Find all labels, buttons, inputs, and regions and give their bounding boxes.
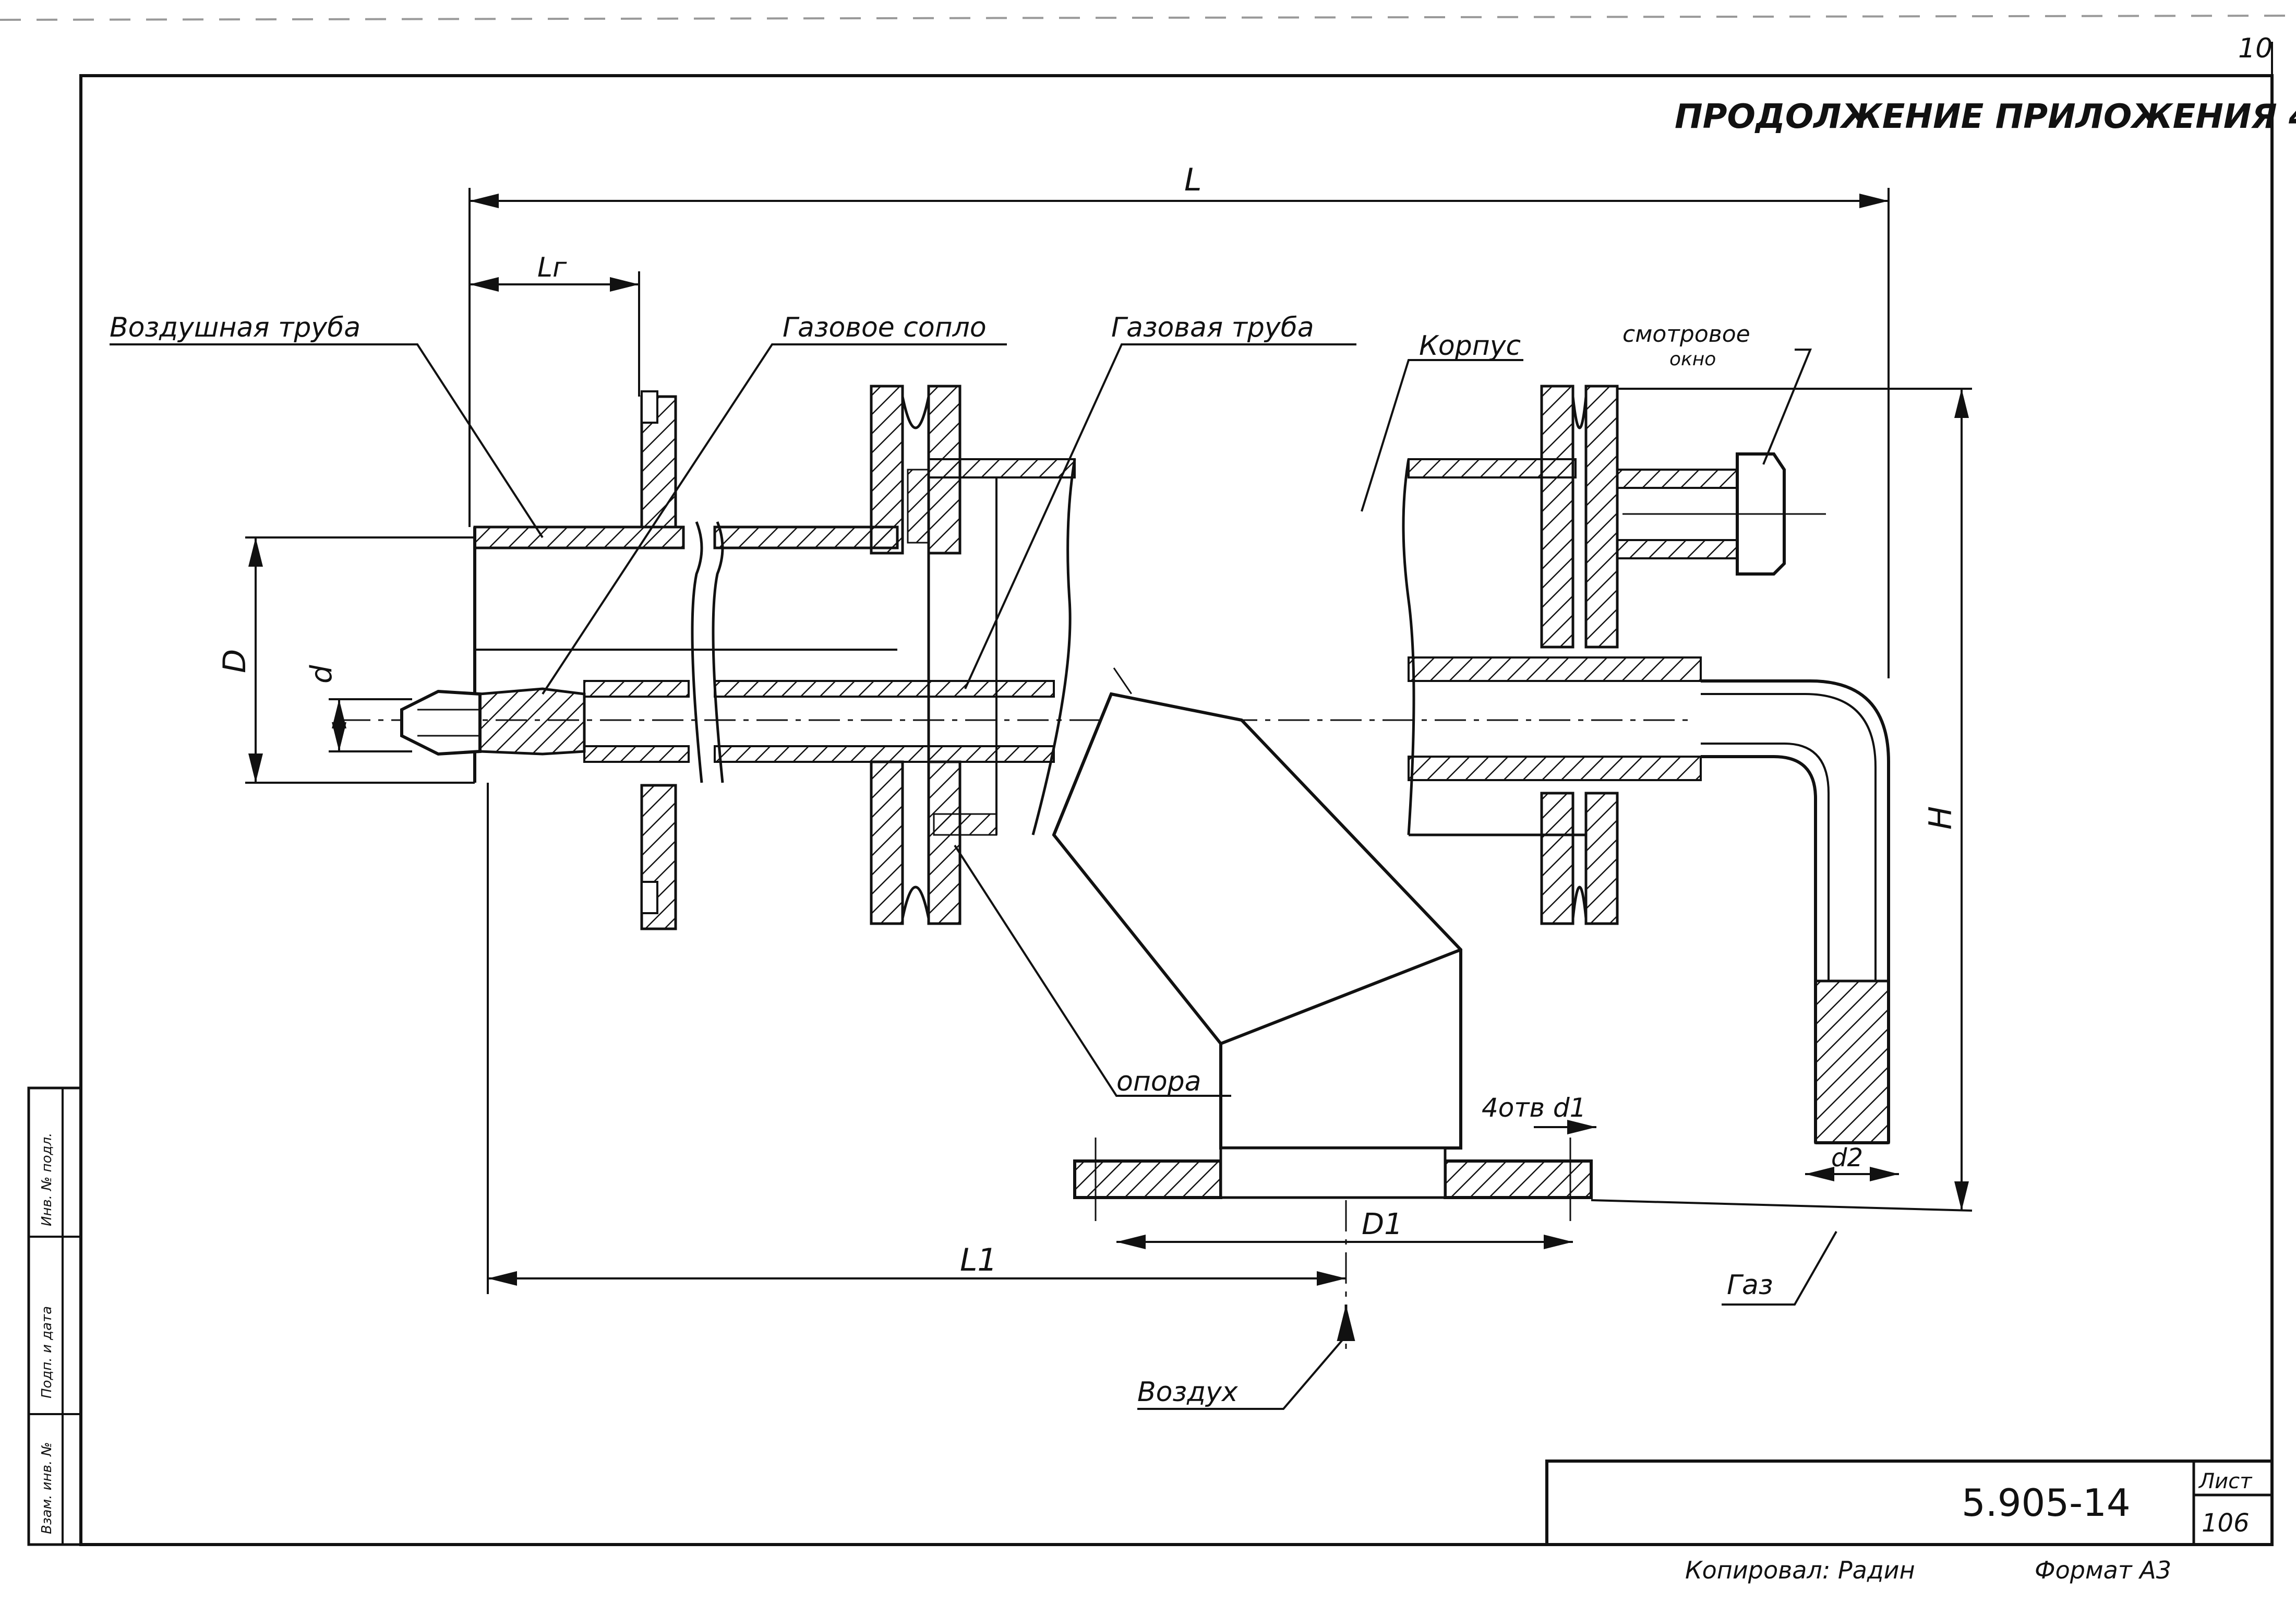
base-flange <box>1073 1138 1593 1221</box>
label-air-pipe: Воздушная труба <box>110 312 360 343</box>
label-sight-window-2: окно <box>1669 349 1716 370</box>
dim-L1: L1 <box>960 1242 997 1278</box>
left-flange <box>640 390 677 930</box>
gas-elbow <box>1701 679 1890 1144</box>
dim-L: L <box>1184 162 1201 198</box>
label-air: Воздух <box>1137 1377 1239 1408</box>
sheet-label: Лист <box>2198 1469 2253 1493</box>
label-holes: 4отв d1 <box>1482 1093 1586 1123</box>
leader-lines <box>110 343 1837 1410</box>
label-gas: Газ <box>1727 1270 1773 1301</box>
sight-window <box>1616 452 1826 576</box>
dim-Lg: Lг <box>537 252 567 283</box>
stamp-entry-1: Инв. № подл. <box>39 1133 55 1226</box>
dim-H: H <box>1922 806 1959 830</box>
paper-format: Формат А3 <box>2035 1556 2171 1584</box>
label-sight-window-1: смотровое <box>1622 321 1750 348</box>
copied-by: Копировал: Радин <box>1685 1556 1915 1584</box>
label-body: Корпус <box>1419 330 1521 362</box>
dimension-lines <box>245 188 1973 1294</box>
label-gas-nozzle: Газовое сопло <box>783 312 987 343</box>
title-block <box>1545 1460 2274 1546</box>
corner-page-number: 10 <box>2238 33 2273 64</box>
dim-D: D <box>217 649 253 673</box>
air-inlet-duct <box>1052 692 1462 1150</box>
dim-d2: d2 <box>1831 1143 1863 1173</box>
burner-drawing <box>339 385 1890 1357</box>
side-stamp: Инв. № подл. Подп. и дата Взам. инв. № <box>27 1086 82 1546</box>
sheet-frame <box>0 15 2296 1546</box>
dim-d: d <box>305 665 339 684</box>
sheet-number: 106 <box>2202 1509 2250 1538</box>
stamp-entry-2: Подп. и дата <box>39 1306 55 1398</box>
stamp-entry-3: Взам. инв. № <box>39 1442 55 1534</box>
gas-nozzle <box>400 687 586 756</box>
sheet-header: ПРОДОЛЖЕНИЕ ПРИЛОЖЕНИЯ 49 <box>1675 98 2296 136</box>
drawing-designation: 5.905-14 <box>1962 1481 2131 1525</box>
label-support: опора <box>1116 1066 1201 1097</box>
label-gas-pipe: Газовая труба <box>1111 312 1314 343</box>
dim-D1: D1 <box>1362 1207 1403 1241</box>
right-flange <box>1540 385 1619 925</box>
